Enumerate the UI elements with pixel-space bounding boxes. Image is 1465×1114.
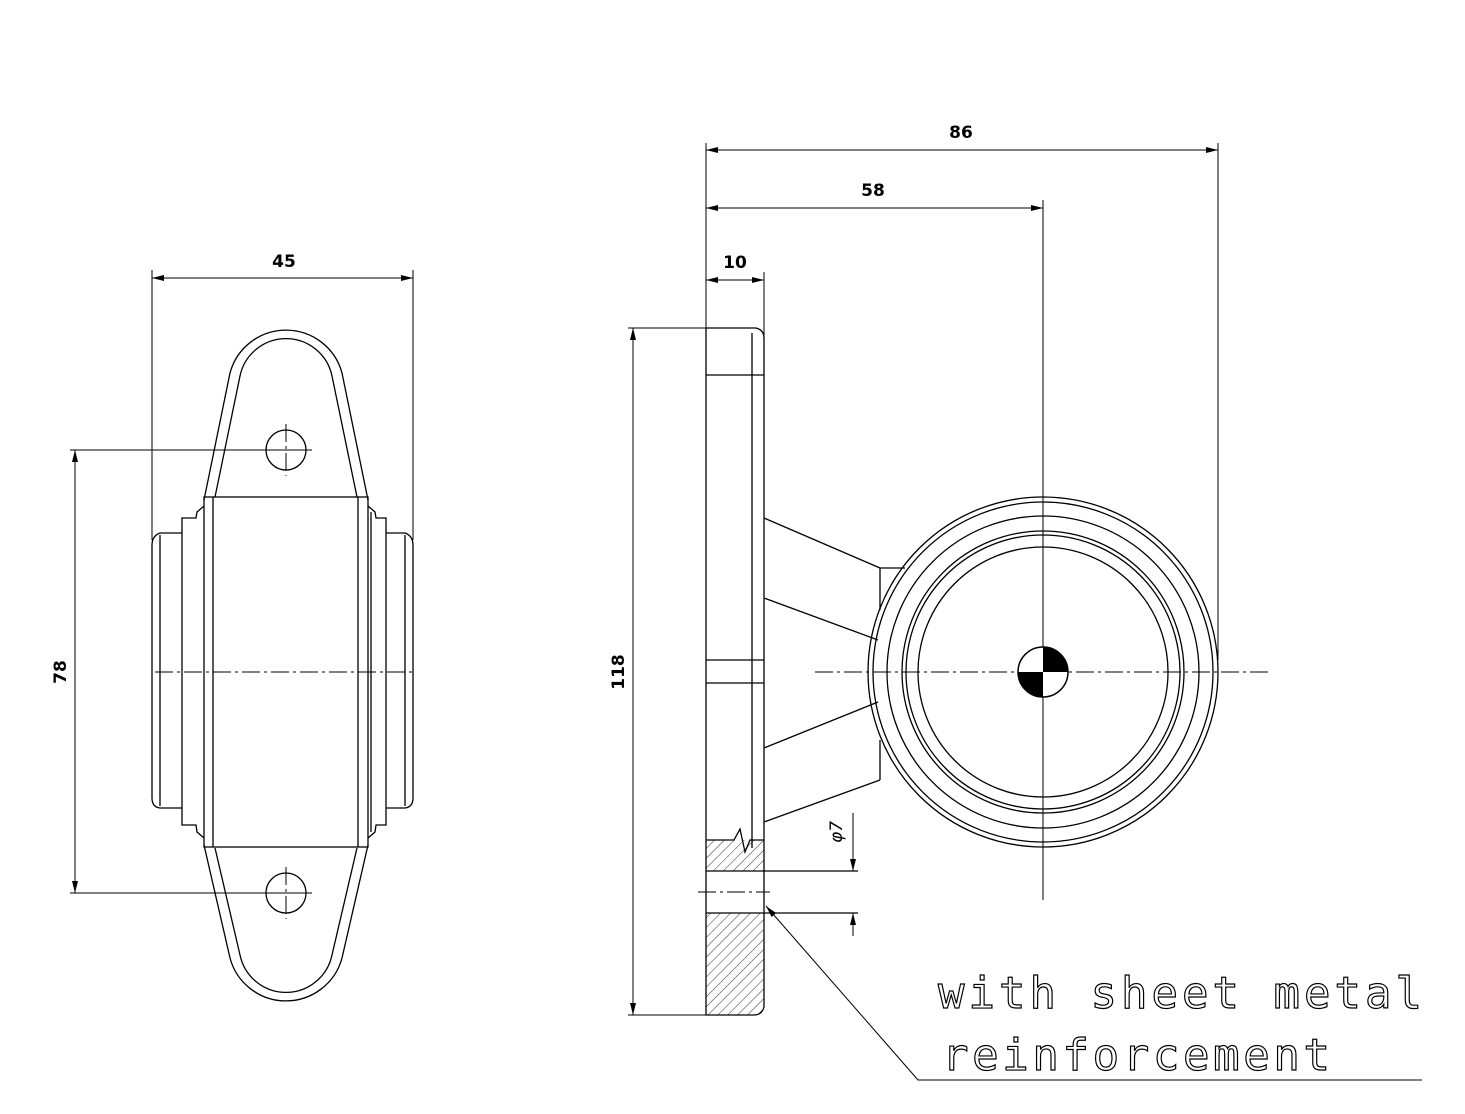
flange-outline [705,327,765,1016]
bottom-lobe-inner [214,847,358,993]
dim-label-86: 86 [949,123,973,143]
right-step [367,505,387,839]
stem-edge [763,517,881,569]
right-lens [386,532,414,809]
dim-label-10: 10 [723,253,747,273]
note-line-2: reinforcement [942,1030,1330,1081]
dim-label-phi7: φ7 [827,821,847,843]
left-lens [151,532,182,809]
dim-label-45: 45 [272,252,296,272]
note-line-1: with sheet metal [938,968,1422,1019]
bottom-lobe-outer [203,844,369,1002]
top-lobe-outer [203,329,369,501]
dim-label-118: 118 [609,654,629,690]
section-hatch [706,913,764,1015]
center-of-gravity-icon [1017,646,1069,698]
stem-edge [763,779,881,823]
front-view: 45 78 [51,252,414,1002]
stem-edge [763,597,879,641]
section-hatch [706,840,764,871]
side-view: 86 58 10 118 φ7 [609,123,1423,1082]
left-step [181,505,205,839]
dim-label-78: 78 [51,660,71,684]
stem-edge [763,701,879,749]
leader-line [765,905,1422,1081]
break-line [706,827,764,855]
dim-label-58: 58 [861,181,885,201]
top-lobe-inner [214,338,358,498]
